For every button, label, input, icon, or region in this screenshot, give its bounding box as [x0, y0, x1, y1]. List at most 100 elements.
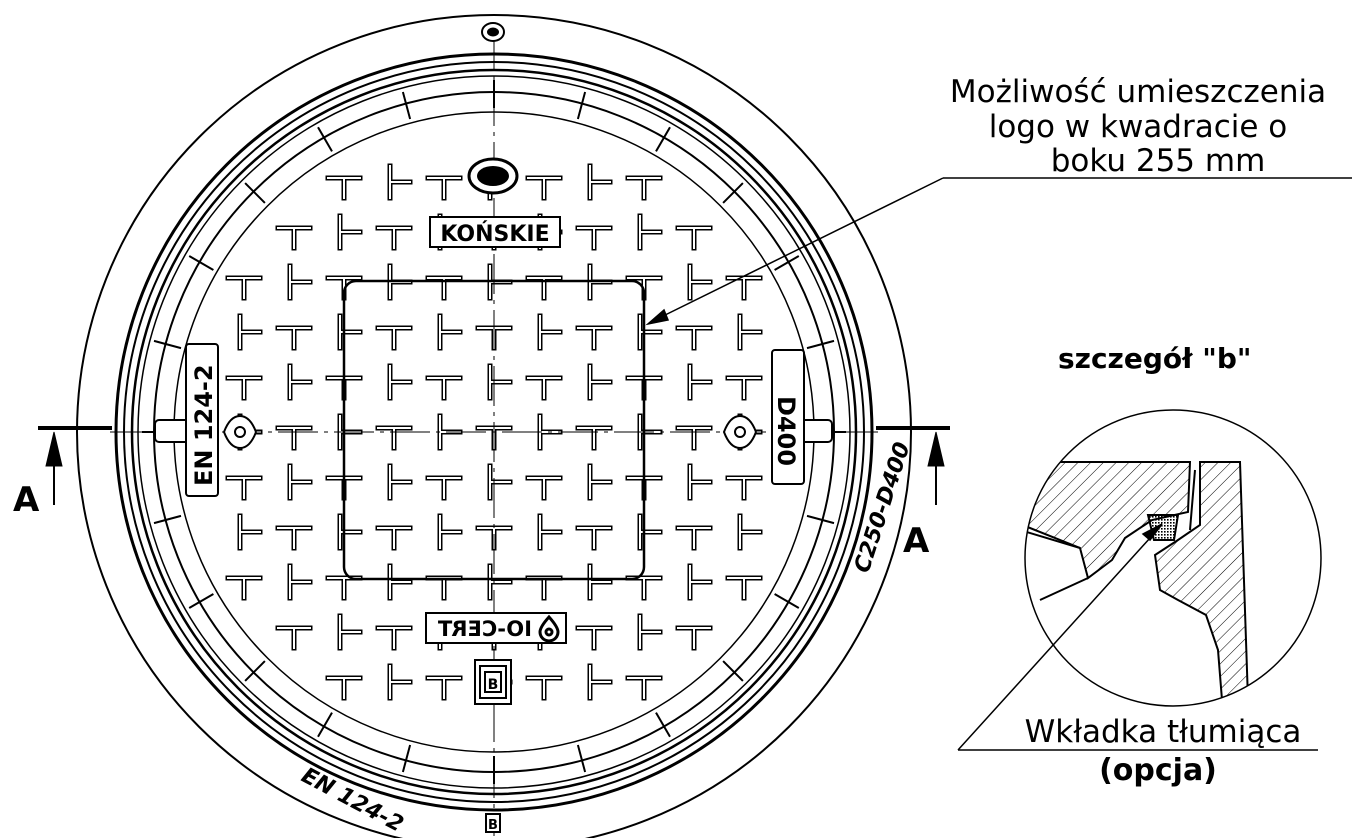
tread-rib-highlight [727, 477, 761, 499]
tread-rib-highlight [539, 315, 561, 349]
tread-rib-highlight [277, 427, 311, 449]
callout-leader [645, 177, 1352, 326]
ring-segment-divider [722, 182, 744, 204]
ring-segment-divider [576, 91, 587, 120]
ring-segment-divider [244, 182, 266, 204]
tread-rib-highlight [589, 465, 611, 499]
tread-rib-highlight [427, 377, 461, 399]
frame-section [1153, 461, 1250, 701]
tread-rib-highlight [489, 365, 511, 399]
callout-line-3: boku 255 mm [1051, 143, 1266, 179]
tread-rib-highlight [289, 465, 311, 499]
tread-rib-highlight [677, 327, 711, 349]
tread-rib-highlight [727, 377, 761, 399]
tread-rib-highlight [727, 577, 761, 599]
outer-frame-circle [76, 14, 912, 838]
tread-rib-highlight [389, 365, 411, 399]
tread-rib-highlight [527, 677, 561, 699]
right-class-text: D400 [772, 396, 800, 466]
tread-rib-highlight [677, 427, 711, 449]
cert-text: IO-CERT [437, 617, 532, 641]
city-name: KOŃSKIE [440, 221, 549, 247]
tread-rib-highlight [489, 565, 511, 599]
tread-rib-highlight [227, 277, 261, 299]
tread-rib-highlight [527, 177, 561, 199]
tread-rib-highlight [627, 577, 661, 599]
tread-rib-highlight [527, 577, 561, 599]
ring-segment-divider [188, 255, 214, 271]
ring-segment-divider [317, 712, 333, 738]
tread-rib-highlight [377, 627, 411, 649]
tread-rib-highlight [427, 577, 461, 599]
right-text-plate [771, 349, 805, 485]
insert-option: (opcja) [1099, 753, 1217, 788]
svg-text:B: B [488, 677, 499, 693]
tread-rib-highlight [689, 565, 711, 599]
section-mark-left: A [13, 480, 40, 520]
lifting-keyholes [222, 414, 758, 450]
ring-segment-divider [655, 126, 671, 152]
tread-rib-highlight [277, 327, 311, 349]
tread-rib-highlight [439, 315, 461, 349]
tread-rib-highlight [639, 215, 661, 249]
ring-segment-divider [188, 593, 214, 609]
tread-rib-highlight [289, 265, 311, 299]
callout-line-1: Możliwość umieszczenia [950, 74, 1326, 110]
svg-text:B: B [488, 818, 498, 833]
tread-rib-highlight [577, 427, 611, 449]
section-mark-right: A [903, 521, 930, 561]
left-standard-text: EN 124-2 [190, 364, 218, 486]
detail-b-view [957, 409, 1322, 751]
tread-rib-highlight [489, 465, 511, 499]
tread-rib-highlight [739, 315, 761, 349]
ring-segment-divider [153, 339, 182, 350]
tread-rib-highlight [327, 177, 361, 199]
tread-rib-highlight [527, 477, 561, 499]
cert-mark-icon [538, 614, 560, 643]
tread-rib-highlight [277, 527, 311, 549]
tread-rib-highlight [377, 327, 411, 349]
tread-rib-highlight [377, 527, 411, 549]
ring-segment-divider [806, 339, 835, 350]
tread-rib-highlight [339, 615, 361, 649]
tread-rib-highlight [277, 227, 311, 249]
tread-rib-highlight [289, 565, 311, 599]
tread-rib-highlight [589, 565, 611, 599]
tread-rib-highlight [227, 377, 261, 399]
tread-rib-highlight [589, 665, 611, 699]
tread-rib-highlight [327, 577, 361, 599]
ring-segment-divider [774, 593, 800, 609]
zm-logo-top [481, 22, 505, 42]
ring-segments [142, 80, 846, 784]
tread-rib-highlight [327, 677, 361, 699]
ring-segment-divider [401, 744, 412, 773]
city-plate [429, 216, 561, 248]
tread-rib-highlight [289, 365, 311, 399]
tread-rib-highlight [427, 677, 461, 699]
insert-label: Wkładka tłumiąca [1025, 714, 1302, 750]
tread-rib-highlight [377, 427, 411, 449]
tread-rib-highlight [427, 177, 461, 199]
tread-rib-highlight [689, 365, 711, 399]
ring-segment-divider [806, 514, 835, 525]
ring-segment-divider [774, 255, 800, 271]
tread-rib-highlight [577, 527, 611, 549]
tread-rib-highlight [727, 277, 761, 299]
zm-logo-center [467, 157, 519, 195]
tread-rib-highlight [539, 515, 561, 549]
tread-rib-highlight [677, 627, 711, 649]
ring-segment-divider [722, 660, 744, 682]
tread-rib-highlight [589, 165, 611, 199]
tread-rib-highlight [277, 627, 311, 649]
ring-segment-divider [244, 660, 266, 682]
tread-rib-highlight [677, 227, 711, 249]
tread-rib-highlight [577, 627, 611, 649]
tread-rib-highlight [389, 665, 411, 699]
tread-rib-highlight [689, 265, 711, 299]
tread-rib-highlight [227, 577, 261, 599]
tread-rib-highlight [627, 677, 661, 699]
section-cut-marks [38, 426, 950, 505]
tread-rib-highlight [739, 515, 761, 549]
tread-rib-highlight [239, 515, 261, 549]
